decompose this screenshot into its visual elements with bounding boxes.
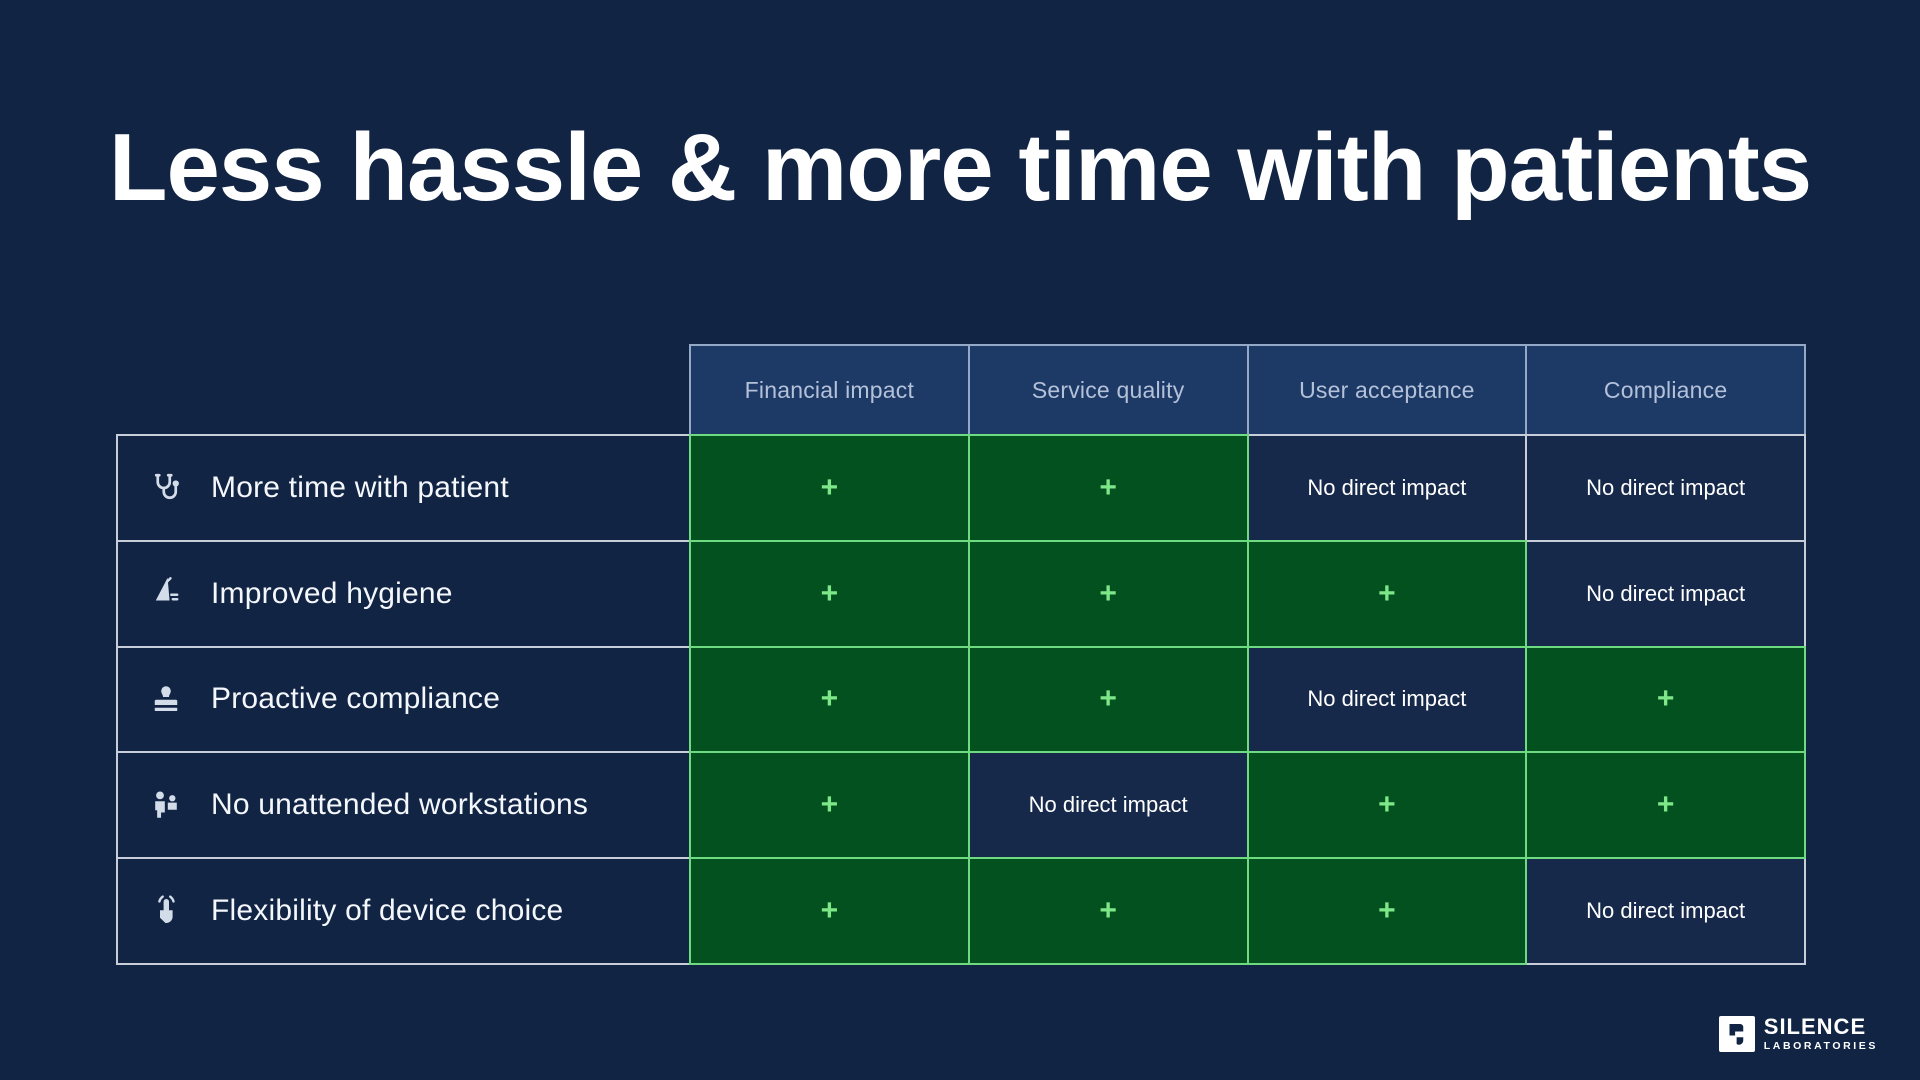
positive-impact-cell: + <box>689 434 970 542</box>
positive-impact-cell: + <box>689 751 970 860</box>
users-icon <box>147 786 185 824</box>
row-label: Flexibility of device choice <box>116 857 691 965</box>
stamp-icon <box>147 680 185 718</box>
positive-impact-cell: + <box>1246 751 1528 860</box>
positive-impact-cell: + <box>1525 751 1806 860</box>
no-direct-impact-cell: No direct impact <box>967 751 1249 860</box>
silence-logo-icon <box>1718 1016 1755 1052</box>
row-label-text: Flexibility of device choice <box>211 894 564 928</box>
positive-impact-cell: + <box>967 539 1249 648</box>
positive-impact-cell: + <box>967 434 1249 542</box>
column-header-user-acceptance: User acceptance <box>1246 344 1528 436</box>
positive-impact-cell: + <box>967 857 1249 965</box>
column-header-service-quality: Service quality <box>967 344 1249 436</box>
no-direct-impact-cell: No direct impact <box>1246 645 1528 754</box>
row-label-text: Proactive compliance <box>211 682 501 716</box>
row-label-text: No unattended workstations <box>211 788 589 822</box>
positive-impact-cell: + <box>1525 645 1806 754</box>
row-label-text: Improved hygiene <box>211 576 453 610</box>
logo-subname: LABORATORIES <box>1763 1040 1878 1053</box>
hygiene-brush-icon <box>147 575 185 613</box>
no-direct-impact-cell: No direct impact <box>1525 434 1806 542</box>
positive-impact-cell: + <box>967 645 1249 754</box>
row-label: Improved hygiene <box>116 539 691 648</box>
tap-icon <box>147 892 185 930</box>
no-direct-impact-cell: No direct impact <box>1525 539 1806 648</box>
column-header-financial-impact: Financial impact <box>689 344 970 436</box>
positive-impact-cell: + <box>689 645 970 754</box>
no-direct-impact-cell: No direct impact <box>1246 434 1528 542</box>
row-label: No unattended workstations <box>116 751 691 860</box>
page-title: Less hassle & more time with patients <box>108 114 1812 221</box>
row-label-text: More time with patient <box>211 470 509 504</box>
logo-name: SILENCE <box>1763 1014 1867 1040</box>
no-direct-impact-cell: No direct impact <box>1525 857 1806 965</box>
table-corner-spacer <box>117 345 690 435</box>
positive-impact-cell: + <box>689 539 970 648</box>
row-label: Proactive compliance <box>116 645 691 754</box>
positive-impact-cell: + <box>1246 857 1528 965</box>
silence-laboratories-logo: SILENCE LABORATORIES <box>1718 1014 1878 1053</box>
stethoscope-icon <box>147 469 185 507</box>
positive-impact-cell: + <box>689 857 970 965</box>
column-header-compliance: Compliance <box>1525 344 1806 436</box>
row-label: More time with patient <box>116 434 691 542</box>
positive-impact-cell: + <box>1246 539 1528 648</box>
